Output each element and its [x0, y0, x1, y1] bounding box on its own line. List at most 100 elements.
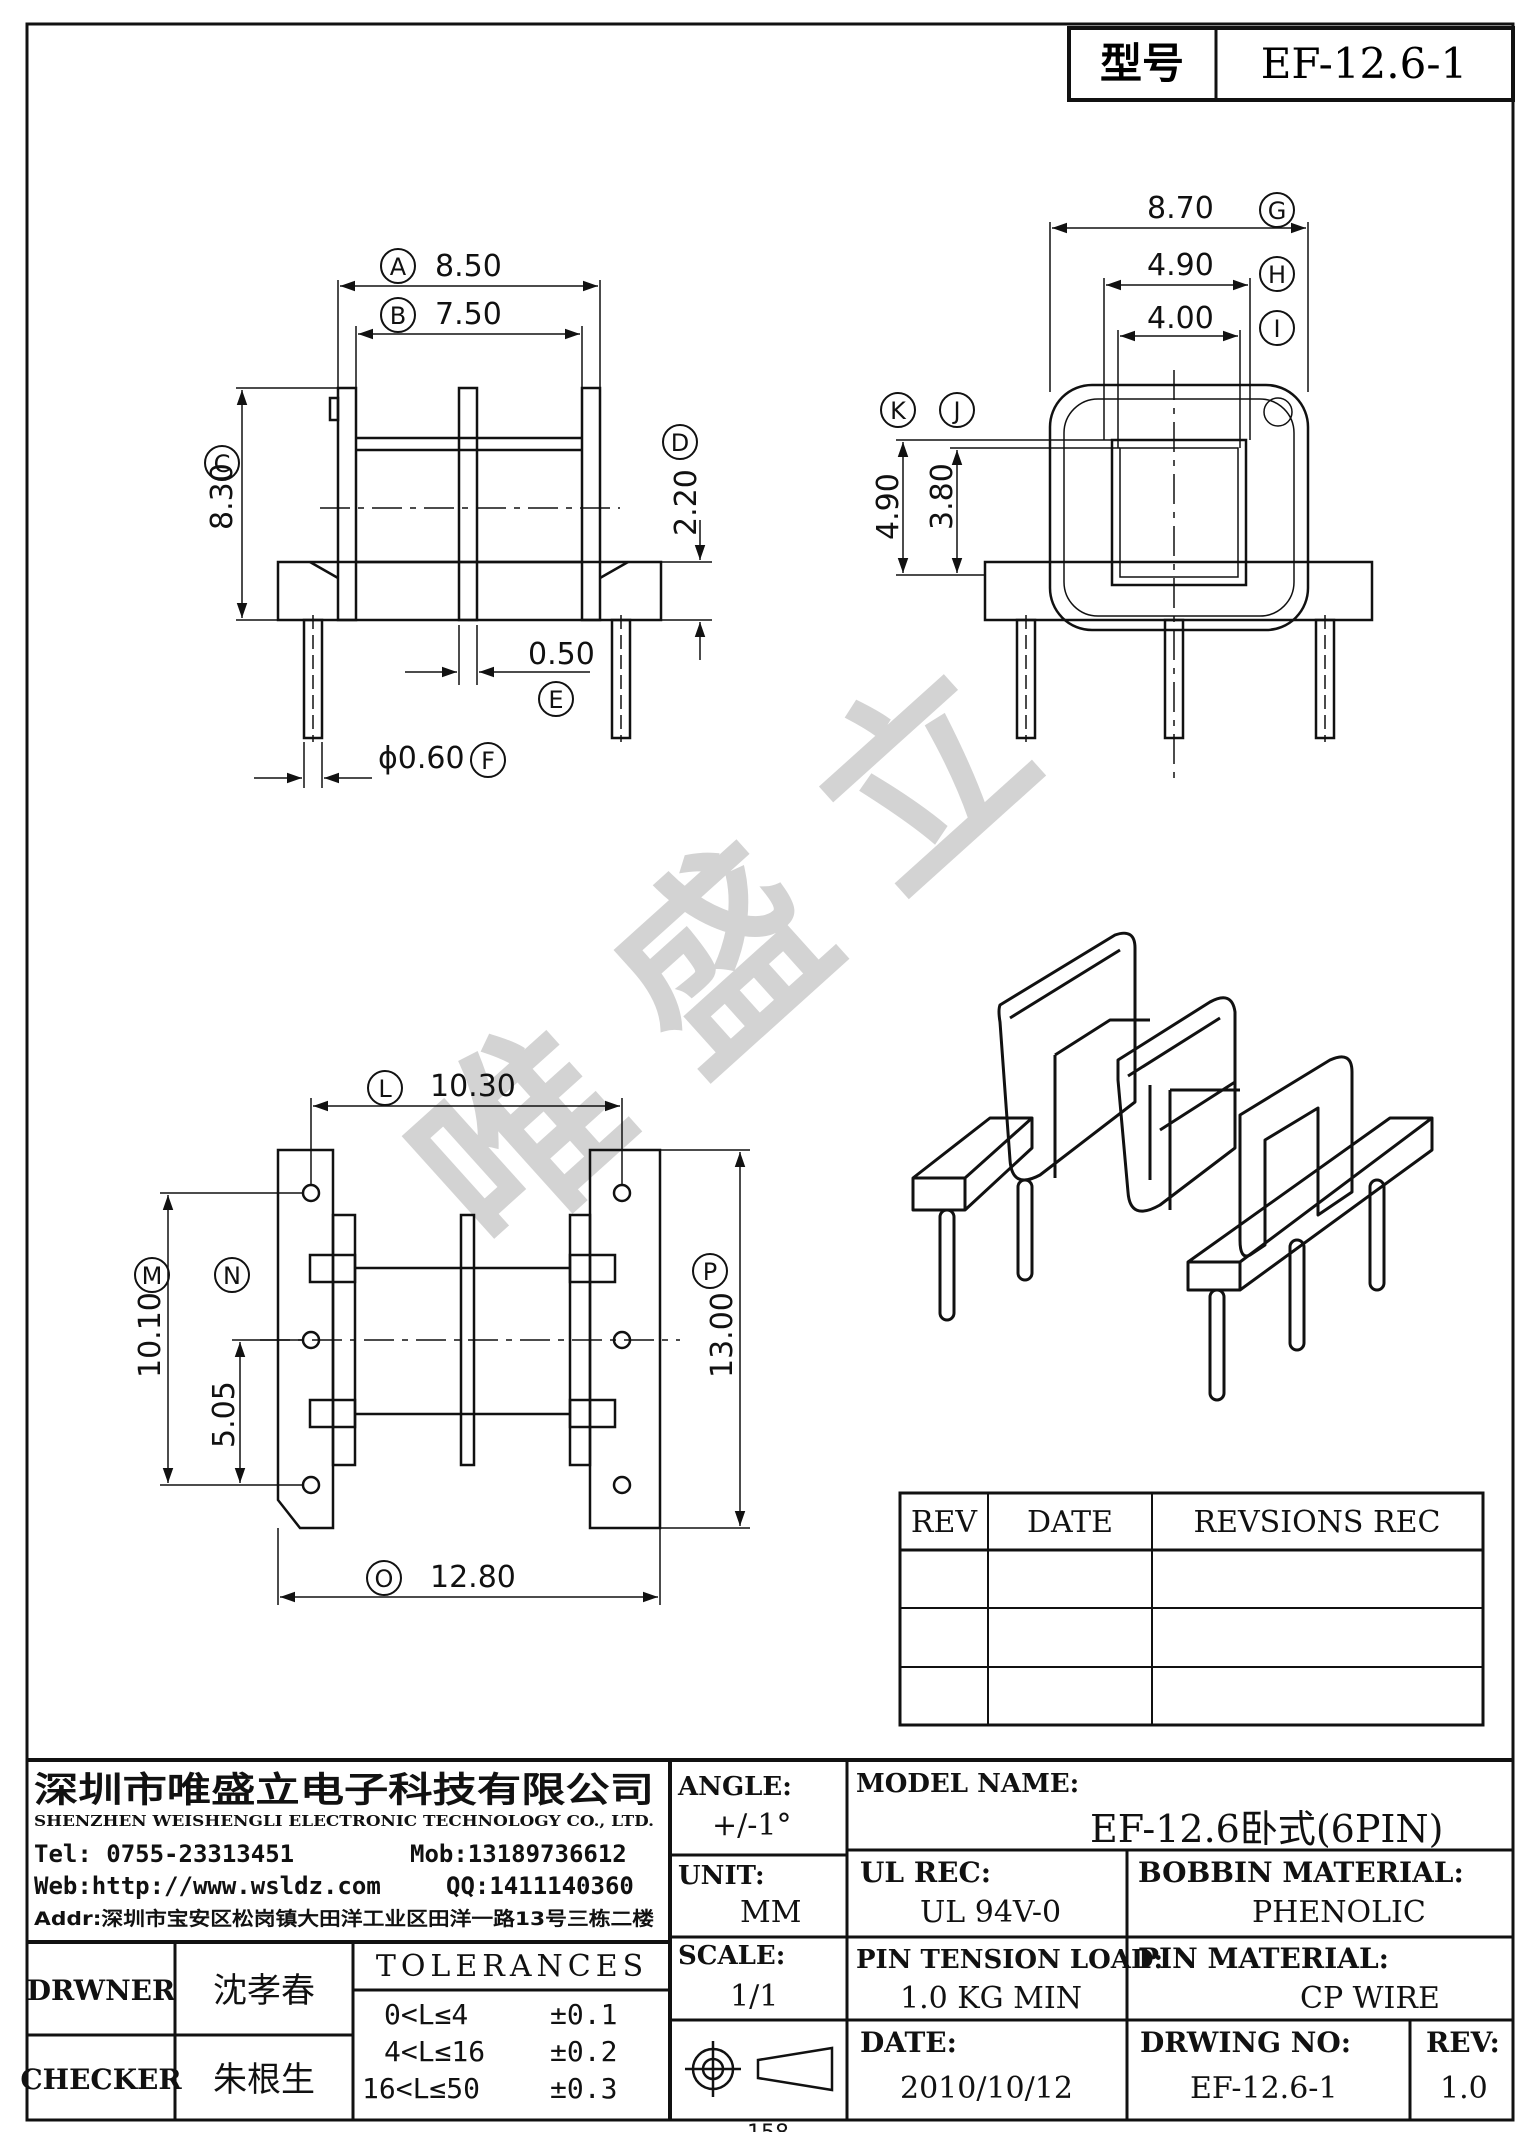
- checker-label: CHECKER: [20, 2063, 182, 2096]
- projection-symbol-icon: [685, 2041, 834, 2097]
- svg-text:K: K: [890, 397, 907, 425]
- side-view: [276, 386, 663, 742]
- revisions-rec-header: REVSIONS REC: [1194, 1505, 1441, 1540]
- title-block: [27, 1758, 1513, 2120]
- svg-text:D: D: [671, 429, 689, 457]
- svg-text:M: M: [142, 1262, 163, 1290]
- company-qq: QQ:1411140360: [446, 1872, 634, 1900]
- tolerance-range-3: 16<L≤50: [362, 2072, 480, 2105]
- marker-A: A: [380, 248, 416, 284]
- drwner-value: 沈孝春: [213, 1971, 315, 2011]
- tolerance-value-2: ±0.2: [550, 2035, 617, 2068]
- svg-text:G: G: [1268, 197, 1287, 225]
- svg-text:唯 盛 立: 唯 盛 立: [372, 625, 1077, 1293]
- marker-O: O: [366, 1560, 402, 1596]
- revision-table: [898, 1491, 1485, 1727]
- pin-tension-value: 1.0 KG MIN: [900, 1981, 1082, 2016]
- dim-D: 2.20: [669, 469, 704, 536]
- marker-P: P: [692, 1253, 728, 1289]
- dim-J: 3.80: [925, 463, 960, 530]
- tolerance-range-1: 0<L≤4: [384, 1998, 468, 2031]
- svg-text:N: N: [223, 1262, 241, 1290]
- front-view-dimensions: [896, 222, 1309, 576]
- company-block: 深圳市唯盛立电子科技有限公司 SHENZHEN WEISHENGLI ELECT…: [34, 1771, 654, 1930]
- model-box-label: 型号: [1100, 39, 1184, 88]
- side-view-dimensions: [236, 280, 712, 788]
- title-block-text: ANGLE: +/-1° UNIT: MM SCALE: 1/1 MODEL N…: [20, 1769, 1500, 2106]
- angle-label: ANGLE:: [677, 1772, 792, 1802]
- date-value: 2010/10/12: [900, 2071, 1073, 2106]
- scale-value: 1/1: [730, 1979, 778, 2014]
- svg-text:C: C: [214, 450, 231, 478]
- tolerance-value-1: ±0.1: [550, 1998, 617, 2031]
- svg-text:J: J: [951, 397, 960, 425]
- marker-I: I: [1259, 310, 1295, 346]
- date-header: DATE: [1027, 1505, 1113, 1540]
- ul-rec-label: UL REC:: [860, 1856, 991, 1889]
- drwing-no-label: DRWING NO:: [1140, 2026, 1351, 2059]
- checker-value: 朱根生: [213, 2060, 315, 2100]
- page-number: 158: [747, 2121, 789, 2132]
- unit-value: MM: [740, 1895, 801, 1930]
- marker-B: B: [380, 297, 416, 333]
- marker-L: L: [367, 1070, 403, 1106]
- dim-E: 0.50: [528, 637, 595, 672]
- dim-M: 10.10: [133, 1292, 168, 1378]
- marker-F: F: [470, 742, 506, 778]
- scale-label: SCALE:: [678, 1941, 785, 1971]
- pin-tension-label: PIN TENSION LOAD:: [856, 1945, 1163, 1975]
- dim-G: 8.70: [1147, 191, 1214, 226]
- model-box: 型号 EF-12.6-1: [1067, 26, 1515, 102]
- bobbin-material-label: BOBBIN MATERIAL:: [1138, 1856, 1464, 1889]
- bottom-view-dimensions: [160, 1098, 750, 1605]
- svg-text:L: L: [378, 1075, 392, 1103]
- marker-G: G: [1259, 192, 1295, 228]
- model-box-value: EF-12.6-1: [1261, 39, 1468, 88]
- company-tel: Tel: 0755-23313451: [34, 1840, 294, 1868]
- svg-text:O: O: [375, 1565, 394, 1593]
- sheet-border: [25, 22, 1515, 2122]
- dim-B: 7.50: [435, 297, 502, 332]
- company-web: Web:http://www.wsldz.com: [34, 1872, 381, 1900]
- model-name-value: EF-12.6卧式(6PIN): [1090, 1807, 1444, 1851]
- tolerances-label: TOLERANCES: [376, 1949, 648, 1984]
- dim-F: ϕ0.60: [378, 741, 465, 776]
- model-name-label: MODEL NAME:: [856, 1769, 1079, 1799]
- isometric-view: [911, 931, 1434, 1402]
- ul-rec-value: UL 94V-0: [920, 1895, 1061, 1930]
- pin-material-label: PIN MATERIAL:: [1138, 1942, 1389, 1975]
- svg-text:A: A: [390, 253, 407, 281]
- drwing-no-value: EF-12.6-1: [1190, 2071, 1338, 2106]
- svg-text:F: F: [481, 747, 495, 775]
- marker-E: E: [538, 681, 574, 717]
- rev-label: REV:: [1426, 2026, 1500, 2059]
- svg-text:I: I: [1273, 315, 1280, 343]
- watermark: 唯 盛 立: [372, 625, 1077, 1293]
- company-mob: Mob:13189736612: [410, 1840, 627, 1868]
- company-name-en: SHENZHEN WEISHENGLI ELECTRONIC TECHNOLOG…: [34, 1812, 654, 1830]
- svg-text:P: P: [703, 1258, 717, 1286]
- marker-D: D: [662, 424, 698, 460]
- marker-C: C: [204, 445, 240, 481]
- date-label: DATE:: [860, 2026, 957, 2059]
- svg-text:H: H: [1268, 261, 1286, 289]
- dim-N: 5.05: [207, 1381, 242, 1448]
- dim-I: 4.00: [1147, 301, 1214, 336]
- dim-L: 10.30: [430, 1069, 516, 1104]
- marker-H: H: [1259, 256, 1295, 292]
- pin-material-value: CP WIRE: [1300, 1981, 1440, 2016]
- drwner-label: DRWNER: [27, 1974, 176, 2007]
- dim-A: 8.50: [435, 249, 502, 284]
- company-name-cn: 深圳市唯盛立电子科技有限公司: [34, 1771, 654, 1811]
- marker-K: K: [880, 392, 916, 428]
- tolerance-value-3: ±0.3: [550, 2072, 617, 2105]
- unit-label: UNIT:: [678, 1861, 765, 1891]
- rev-value: 1.0: [1440, 2071, 1488, 2106]
- front-view: [983, 370, 1374, 780]
- company-addr: Addr:深圳市宝安区松岗镇大田洋工业区田洋一路13号三栋二楼: [34, 1907, 654, 1930]
- marker-M: M: [134, 1257, 170, 1293]
- marker-N: N: [214, 1257, 250, 1293]
- dim-O: 12.80: [430, 1560, 516, 1595]
- dimension-labels: 8.50 7.50 8.30 2.20 0.50 ϕ0.60 8.70 4.90…: [133, 191, 1214, 1595]
- dim-K: 4.90: [871, 473, 906, 540]
